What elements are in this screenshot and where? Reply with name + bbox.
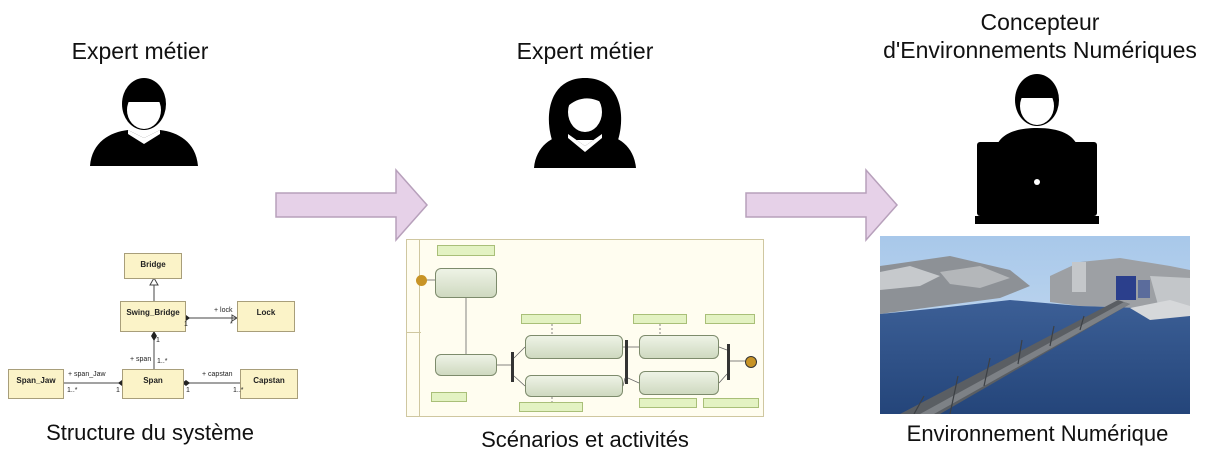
activity-action xyxy=(639,371,719,395)
uml-role-lock: + lock xyxy=(214,307,233,314)
activity-action xyxy=(525,335,623,359)
role-right-label-line1: Concepteur xyxy=(980,9,1100,35)
uml-class-swing-bridge: Swing_Bridge xyxy=(120,301,186,332)
role-right-label-line2: d'Environnements Numériques xyxy=(883,37,1197,63)
role-left-label: Expert métier xyxy=(71,38,209,64)
uml-class-diagram: Bridge Swing_Bridge Lock Span Span_Jaw C… xyxy=(0,245,305,405)
person-laptop-icon xyxy=(975,74,1099,224)
uml-mult: 1..* xyxy=(157,358,168,365)
uml-role-span-jaw: + span_Jaw xyxy=(68,371,106,378)
activity-note xyxy=(705,314,755,324)
activity-note xyxy=(633,314,687,324)
final-node xyxy=(745,356,757,368)
uml-mult: 1 xyxy=(184,321,188,328)
activity-note xyxy=(639,398,697,408)
uml-mult: * xyxy=(230,321,233,328)
uml-mult: 1 xyxy=(156,337,160,344)
person-female-icon xyxy=(534,78,636,168)
role-middle-label: Expert métier xyxy=(516,38,654,64)
arrow-right-icon xyxy=(745,168,899,242)
person-male-icon xyxy=(90,78,198,166)
join-bar xyxy=(727,344,730,380)
uml-mult: 1 xyxy=(116,387,120,394)
uml-mult: 1 xyxy=(186,387,190,394)
uml-mult: 1..* xyxy=(233,387,244,394)
caption-scenarios: Scénarios et activités xyxy=(481,427,689,452)
activity-note xyxy=(519,402,583,412)
uml-class-bridge: Bridge xyxy=(124,253,182,279)
uml-class-capstan: Capstan xyxy=(240,369,298,399)
virtual-environment-render xyxy=(880,236,1190,414)
fork-bar xyxy=(511,352,514,382)
activity-note xyxy=(703,398,759,408)
activity-action xyxy=(639,335,719,359)
initial-node xyxy=(416,275,427,286)
uml-role-capstan: + capstan xyxy=(202,371,233,378)
activity-note xyxy=(521,314,581,324)
uml-mult: 1..* xyxy=(67,387,78,394)
swimlane-divider xyxy=(407,332,421,333)
uml-role-span: + span xyxy=(130,356,152,363)
activity-diagram xyxy=(406,239,764,417)
arrow-right-icon xyxy=(275,168,429,242)
activity-action xyxy=(435,268,497,298)
caption-structure: Structure du système xyxy=(46,420,254,445)
activity-note xyxy=(431,392,467,402)
activity-action xyxy=(525,375,623,397)
activity-action xyxy=(435,354,497,376)
uml-class-span-jaw: Span_Jaw xyxy=(8,369,64,399)
uml-class-span: Span xyxy=(122,369,184,399)
swimlane-divider xyxy=(419,240,420,416)
uml-class-lock: Lock xyxy=(237,301,295,332)
join-bar xyxy=(625,340,628,384)
caption-environment: Environnement Numérique xyxy=(906,421,1169,446)
activity-note xyxy=(437,245,495,256)
